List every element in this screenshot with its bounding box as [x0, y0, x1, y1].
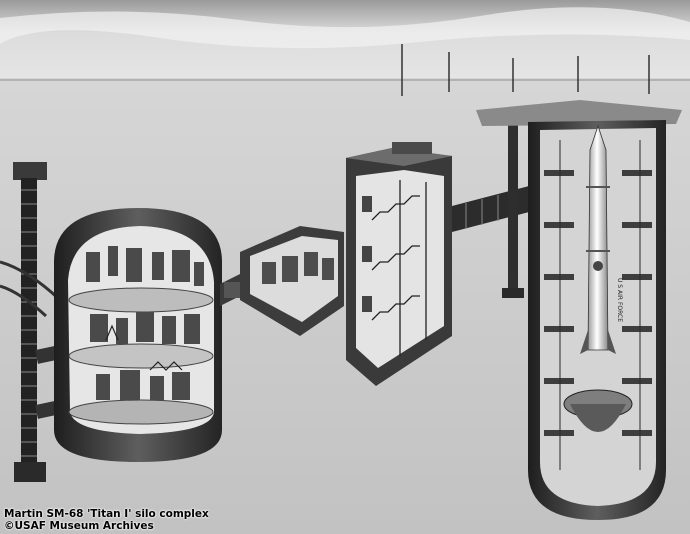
missile-silo: U S AIR FORCE	[476, 100, 682, 520]
access-portal	[346, 142, 452, 386]
image-caption: Martin SM-68 'Titan I' silo complex ©USA…	[4, 508, 209, 532]
antenna-masts	[401, 44, 650, 96]
clouds	[0, 7, 690, 49]
missile-markings: U S AIR FORCE	[616, 278, 623, 322]
titan-missile: U S AIR FORCE	[580, 124, 623, 354]
powerhouse-block	[240, 226, 344, 336]
caption-credit: ©USAF Museum Archives	[4, 520, 154, 532]
caption-title: Martin SM-68 'Titan I' silo complex	[4, 508, 209, 520]
control-center-dome	[54, 208, 222, 462]
